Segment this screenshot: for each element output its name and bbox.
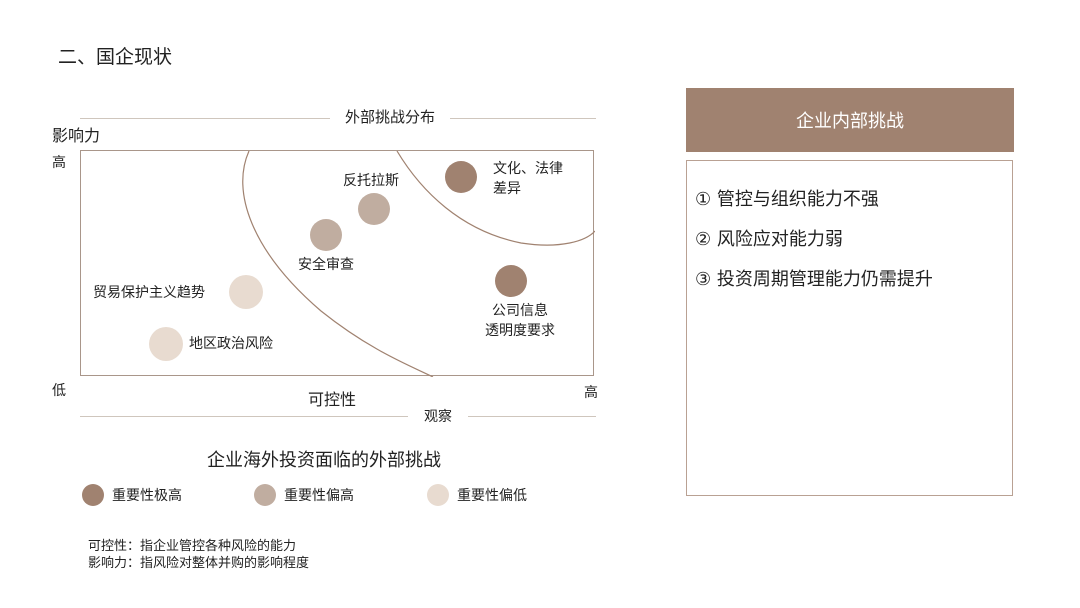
label-disclosure: 公司信息 透明度要求 [485,303,555,339]
y-axis-low: 低 [52,383,66,399]
bubble-political-risk [149,327,183,361]
bubble-culture-law [445,161,477,193]
label-protectionism: 贸易保护主义趋势 [93,285,205,301]
bubble-security-review [310,219,342,251]
bubble-protectionism [229,275,263,309]
label-antitrust: 反托拉斯 [343,173,399,189]
matrix-bottom-label: 观察 [408,406,468,426]
label-political-risk: 地区政治风险 [189,336,273,352]
label-culture-law: 文化、法律 差异 [493,161,563,197]
legend-item-medium: 重要性偏高 [254,484,354,506]
internal-challenges-header: 企业内部挑战 [686,88,1014,152]
matrix-plot: 文化、法律 差异 反托拉斯 安全审查 公司信息 透明度要求 贸易保护主义趋势 地… [80,150,595,377]
internal-challenges-panel: ① 管控与组织能力不强 ② 风险应对能力弱 ③ 投资周期管理能力仍需提升 [686,160,1013,496]
legend-swatch-high [82,484,104,506]
legend-swatch-medium [254,484,276,506]
right-region-curve [396,151,595,246]
matrix-curves [242,151,595,377]
left-region-curve [242,151,434,377]
bottom-divider [80,416,596,417]
legend-swatch-low [427,484,449,506]
legend-item-low: 重要性偏低 [427,484,527,506]
internal-challenge-item: ③ 投资周期管理能力仍需提升 [695,269,933,290]
legend-label-medium: 重要性偏高 [284,488,354,504]
legend-item-high: 重要性极高 [82,484,182,506]
page-title: 二、国企现状 [58,46,173,68]
definition-notes: 可控性：指企业管控各种风险的能力 影响力：指风险对整体并购的影响程度 [88,538,309,572]
internal-challenge-item: ① 管控与组织能力不强 [695,189,879,210]
x-axis-label: 可控性 [308,390,357,409]
note-impact: 影响力：指风险对整体并购的影响程度 [88,556,310,571]
y-axis-label: 影响力 [52,126,101,145]
note-controllability: 可控性：指企业管控各种风险的能力 [88,539,297,554]
label-security-review: 安全审查 [298,257,354,273]
bubble-antitrust [358,193,390,225]
matrix-caption: 企业海外投资面临的外部挑战 [207,450,441,471]
internal-challenge-item: ② 风险应对能力弱 [695,229,843,250]
y-axis-high: 高 [52,155,66,171]
legend-label-low: 重要性偏低 [457,488,527,504]
legend-label-high: 重要性极高 [112,488,182,504]
matrix-top-label: 外部挑战分布 [330,106,450,127]
x-axis-high: 高 [584,385,598,401]
bubble-disclosure [495,265,527,297]
